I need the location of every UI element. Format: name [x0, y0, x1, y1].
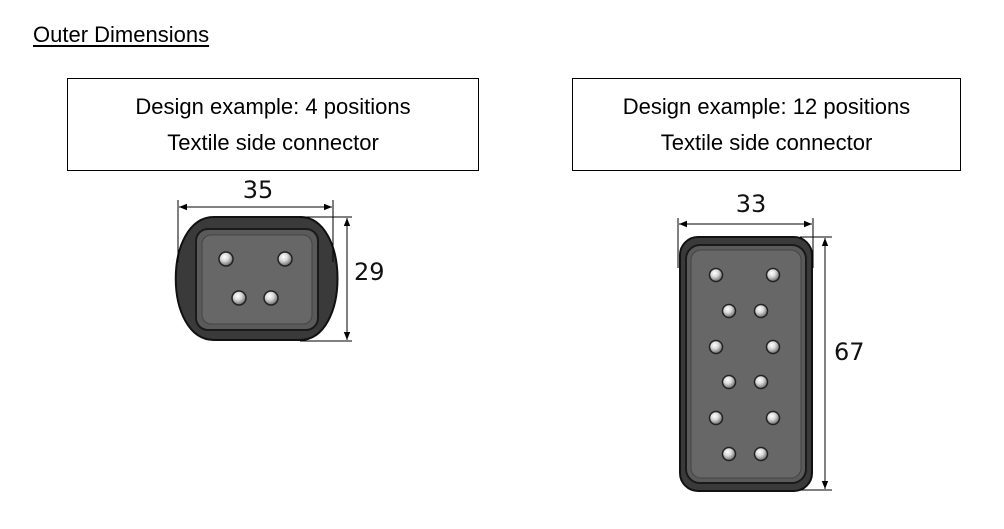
contact-pin — [753, 374, 769, 390]
contact-pin — [263, 290, 279, 306]
width-dimension: 33 — [677, 190, 814, 268]
caption-box-4-positions: Design example: 4 positions Textile side… — [67, 78, 479, 171]
contact-pin — [218, 251, 234, 267]
contact-pin — [708, 339, 724, 355]
contact-pin — [277, 251, 293, 267]
contact-pins — [708, 267, 781, 462]
section-title: Outer Dimensions — [33, 22, 210, 47]
caption-subtitle: Textile side connector — [167, 129, 379, 155]
height-label: 29 — [354, 258, 385, 286]
contact-pin — [765, 339, 781, 355]
width-dimension: 35 — [177, 176, 334, 262]
contact-pin — [765, 267, 781, 283]
caption-title: Design example: 12 positions — [622, 93, 911, 119]
contact-pins — [218, 251, 293, 306]
caption-subtitle: Textile side connector — [660, 129, 873, 155]
contact-pin — [765, 410, 781, 426]
contact-pin — [721, 446, 737, 462]
caption-box-12-positions: Design example: 12 positions Textile sid… — [572, 78, 961, 171]
height-dimension: 67 — [800, 236, 865, 491]
height-label: 67 — [834, 338, 865, 366]
width-label: 33 — [736, 190, 767, 218]
connector-4-positions: 35 29 — [174, 176, 385, 342]
contact-pin — [753, 446, 769, 462]
width-label: 35 — [243, 176, 274, 204]
connector-12-positions: 33 67 — [677, 190, 865, 492]
contact-pin — [708, 410, 724, 426]
contact-pin — [721, 374, 737, 390]
contact-pin — [708, 267, 724, 283]
contact-pin — [753, 303, 769, 319]
contact-pin — [721, 303, 737, 319]
caption-title: Design example: 4 positions — [135, 93, 411, 119]
height-dimension: 29 — [300, 216, 385, 342]
contact-pin — [231, 290, 247, 306]
